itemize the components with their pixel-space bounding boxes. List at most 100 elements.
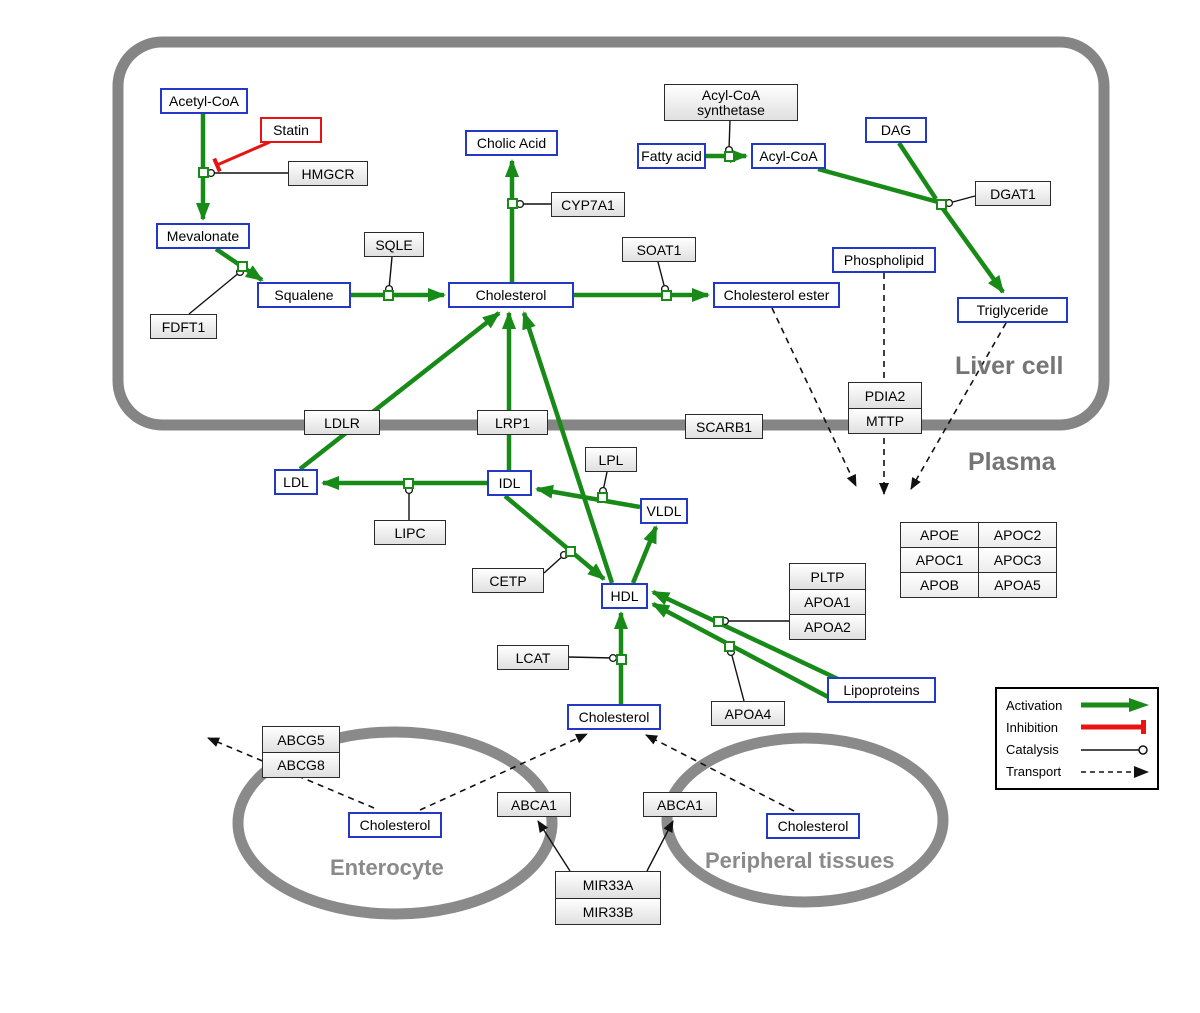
node-mevalonate[interactable]: Mevalonate <box>156 223 250 249</box>
edge-hdl-liver-cholesterol <box>521 311 615 584</box>
node-apoc1[interactable]: APOC1 <box>901 548 979 573</box>
node-stack-pltp-apoa1-apoa2: PLTP APOA1 APOA2 <box>789 563 866 640</box>
reaction-cetp <box>565 546 576 557</box>
reaction-nodes <box>198 151 947 665</box>
node-acetyl-coa[interactable]: Acetyl-CoA <box>160 88 248 114</box>
node-stack-pdia2-mttp: PDIA2 MTTP <box>848 382 922 434</box>
node-apoe[interactable]: APOE <box>901 523 979 548</box>
node-cholesterol-peripheral[interactable]: Cholesterol <box>766 813 860 839</box>
reaction-hmgcr <box>198 167 209 178</box>
legend-activation-row: Activation <box>1006 697 1151 713</box>
node-cyp7a1[interactable]: CYP7A1 <box>551 192 625 217</box>
node-acyl-coa-synthetase[interactable]: Acyl-CoA synthetase <box>664 84 798 121</box>
node-abcg8[interactable]: ABCG8 <box>263 752 339 777</box>
node-mir33b[interactable]: MIR33B <box>556 898 660 924</box>
node-abcg5[interactable]: ABCG5 <box>263 727 339 752</box>
edge-idl-hdl <box>503 494 606 581</box>
node-scarb1[interactable]: SCARB1 <box>685 414 763 439</box>
node-fatty-acid[interactable]: Fatty acid <box>637 143 706 169</box>
activation-edges <box>196 114 1005 704</box>
node-stack-mir33: MIR33A MIR33B <box>555 871 661 925</box>
liver-cell-label: Liver cell <box>955 352 1064 380</box>
legend-transport-label: Transport <box>1006 764 1062 780</box>
activation-arrow-icon <box>1081 698 1149 713</box>
peripheral-tissues-label: Peripheral tissues <box>705 848 895 873</box>
edge-junction-triglyceride <box>939 204 1005 294</box>
reaction-apoa4 <box>724 641 735 652</box>
node-cholesterol-plasma[interactable]: Cholesterol <box>567 704 661 730</box>
reaction-lipc <box>403 478 414 489</box>
node-cetp[interactable]: CETP <box>472 568 544 593</box>
node-squalene[interactable]: Squalene <box>257 282 351 308</box>
reaction-soat1 <box>661 290 672 301</box>
node-lipc[interactable]: LIPC <box>374 520 446 545</box>
node-apoc2[interactable]: APOC2 <box>979 523 1057 548</box>
node-apoa4[interactable]: APOA4 <box>711 701 785 726</box>
node-apoa2[interactable]: APOA2 <box>790 614 865 639</box>
node-apoa5[interactable]: APOA5 <box>979 573 1057 598</box>
node-apob[interactable]: APOB <box>901 573 979 598</box>
node-phospholipid[interactable]: Phospholipid <box>832 247 936 273</box>
edge-dgat1-catalysis <box>944 195 976 208</box>
node-sqle[interactable]: SQLE <box>364 232 424 257</box>
node-mttp[interactable]: MTTP <box>849 408 921 433</box>
node-acyl-coa[interactable]: Acyl-CoA <box>751 143 826 169</box>
node-cholesterol-enterocyte[interactable]: Cholesterol <box>348 812 442 838</box>
node-hmgcr[interactable]: HMGCR <box>288 161 368 186</box>
node-soat1[interactable]: SOAT1 <box>622 237 696 262</box>
edge-triglyceride-secretion <box>910 322 1007 490</box>
liver-cell-membrane <box>112 36 1110 431</box>
node-abca1-right[interactable]: ABCA1 <box>643 792 717 817</box>
node-fdft1[interactable]: FDFT1 <box>150 314 217 339</box>
edge-enterocyte-cholesterol-efflux <box>419 733 588 811</box>
edge-cetp-catalysis <box>543 550 569 574</box>
node-triglyceride[interactable]: Triglyceride <box>957 297 1068 323</box>
node-dag[interactable]: DAG <box>865 117 927 143</box>
reaction-lcat <box>616 654 627 665</box>
node-vldl[interactable]: VLDL <box>640 498 688 524</box>
enterocyte-label: Enterocyte <box>330 855 444 880</box>
node-ldl[interactable]: LDL <box>274 469 318 495</box>
node-ldlr[interactable]: LDLR <box>304 410 380 435</box>
node-hdl[interactable]: HDL <box>601 583 648 609</box>
node-mir33a[interactable]: MIR33A <box>556 872 660 898</box>
transport-dashed-arrow-icon <box>1081 765 1149 778</box>
node-lcat[interactable]: LCAT <box>497 645 569 670</box>
reaction-dgat1 <box>936 199 947 210</box>
edge-apoa4-catalysis <box>726 647 745 702</box>
node-apoa1[interactable]: APOA1 <box>790 589 865 614</box>
edge-acylcoasynthetase-catalysis <box>724 119 734 155</box>
edge-acylcoa-dgat1-junction <box>817 166 939 205</box>
enterocyte-membrane <box>232 726 558 920</box>
edge-lipoproteins-hdl-upper <box>651 589 841 683</box>
node-lpl[interactable]: LPL <box>585 447 637 472</box>
legend-catalysis-row: Catalysis <box>1006 742 1151 758</box>
reaction-acylcoa-synthetase <box>724 151 735 162</box>
node-cholic-acid[interactable]: Cholic Acid <box>465 130 558 156</box>
edge-mir33-abca1-left <box>537 820 571 872</box>
reaction-fdft1 <box>237 261 248 272</box>
reaction-lpl <box>597 492 608 503</box>
apolipoprotein-table: APOE APOC2 APOC1 APOC3 APOB APOA5 <box>900 522 1057 598</box>
node-cholesterol-ester[interactable]: Cholesterol ester <box>713 282 840 308</box>
edge-lcat-catalysis <box>568 653 618 663</box>
node-apoc3[interactable]: APOC3 <box>979 548 1057 573</box>
node-pdia2[interactable]: PDIA2 <box>849 383 921 408</box>
node-abca1-left[interactable]: ABCA1 <box>497 792 571 817</box>
node-idl[interactable]: IDL <box>487 470 532 496</box>
node-lrp1[interactable]: LRP1 <box>477 410 548 435</box>
edge-soat1-catalysis <box>657 261 670 294</box>
node-statin[interactable]: Statin <box>260 117 322 143</box>
node-cholesterol-liver[interactable]: Cholesterol <box>448 282 574 308</box>
edge-fdft1-catalysis <box>188 267 245 315</box>
edge-vldl-idl <box>535 484 641 510</box>
node-pltp[interactable]: PLTP <box>790 564 865 589</box>
membranes <box>112 36 1110 920</box>
node-lipoproteins[interactable]: Lipoproteins <box>827 677 936 703</box>
legend-activation-label: Activation <box>1006 697 1063 713</box>
node-dgat1[interactable]: DGAT1 <box>975 181 1051 206</box>
edge-lpl-catalysis <box>598 471 608 496</box>
edge-mir33-abca1-right <box>646 820 674 872</box>
legend-catalysis-label: Catalysis <box>1006 742 1059 758</box>
